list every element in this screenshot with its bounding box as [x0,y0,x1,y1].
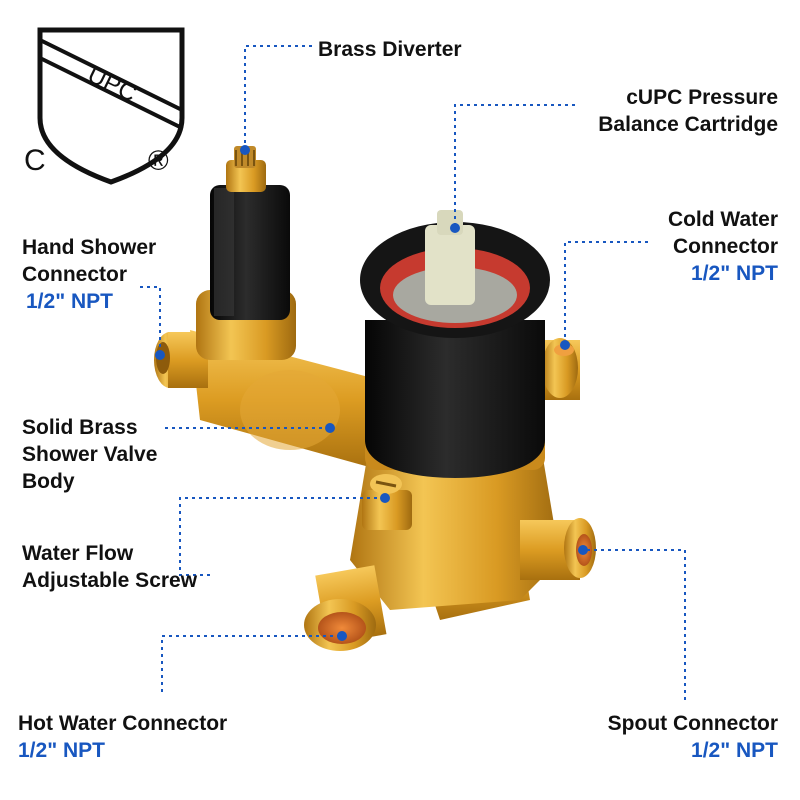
black-cartridge-sleeve [365,320,545,478]
hot-water-connector [304,565,387,651]
cold-line-1: Cold Water [667,208,778,231]
hand-line-2: Connector [22,263,127,286]
callout-lines [140,45,686,700]
cold-line-2: Connector [673,235,778,258]
c-mark: C [24,144,46,177]
spout-line-1: Spout Connector [607,712,778,735]
central-body [350,440,560,610]
shield-text: UPC [83,61,140,107]
hot-line-1: Hot Water Connector [18,712,228,735]
leader-hot-water [161,635,342,692]
label-cold-water: Cold Water Connector 1/2" NPT [668,206,778,287]
registered-mark: ® [148,145,169,176]
leader-brass-diverter [244,45,312,150]
cartridge-stem [425,225,475,305]
label-valve-body: Solid Brass Shower Valve Body [22,414,157,495]
leader-cold-water [564,241,648,345]
label-spout: Spout Connector 1/2" NPT [608,710,778,764]
label-hot-water: Hot Water Connector 1/2" NPT [18,710,227,764]
brass-diverter [196,146,296,360]
leader-hand-shower [140,286,161,355]
leader-spout [583,549,686,700]
adjustable-screw [362,474,412,530]
pressure-balance-cartridge [360,210,550,478]
label-screw: Water Flow Adjustable Screw [22,540,197,594]
label-cartridge: cUPC Pressure Balance Cartridge [598,84,778,138]
spout-npt: 1/2" NPT [691,739,778,762]
body-line-3: Body [22,470,75,493]
body-line-2: Shower Valve [22,443,158,466]
brass-diverter-text: Brass Diverter [318,38,462,61]
screw-line-2: Adjustable Screw [22,569,198,592]
shower-valve [154,146,596,651]
cartridge-line-1: cUPC Pressure [626,86,778,109]
hand-line-1: Hand Shower [22,236,157,259]
hot-npt: 1/2" NPT [18,739,105,762]
screw-line-1: Water Flow [22,542,134,565]
cartridge-line-2: Balance Cartridge [598,113,778,136]
leader-screw [179,497,385,576]
hand-npt: 1/2" NPT [26,290,113,313]
leader-cartridge [454,104,575,228]
cold-npt: 1/2" NPT [691,262,778,285]
label-hand-shower: Hand Shower Connector 1/2" NPT [22,234,156,315]
body-line-1: Solid Brass [22,416,138,439]
callout-dots [155,145,588,641]
label-brass-diverter: Brass Diverter [318,36,462,63]
